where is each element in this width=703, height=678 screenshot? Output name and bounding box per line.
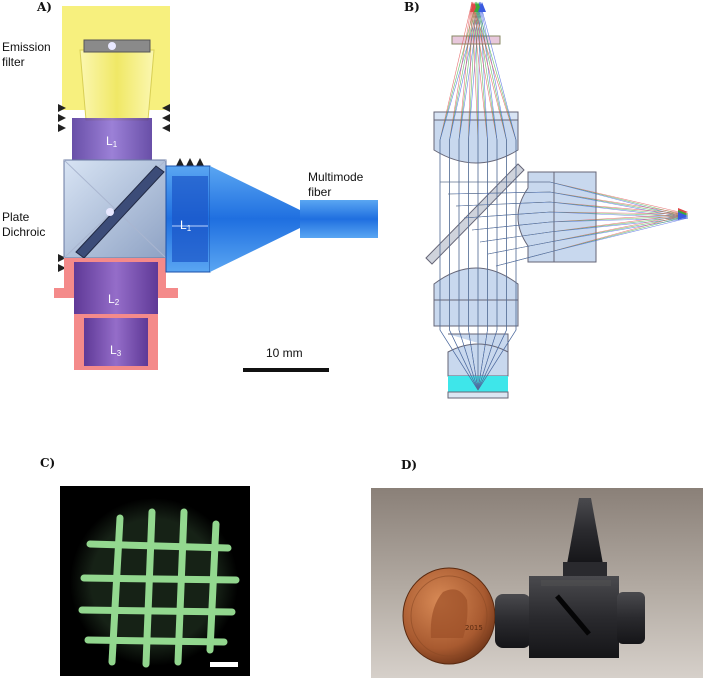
- ray: [449, 1, 479, 391]
- ray: [455, 201, 689, 219]
- ray: [487, 217, 689, 255]
- lens-label-l2: L2: [108, 292, 120, 307]
- focus-marker-right: [678, 212, 688, 220]
- ray: [463, 211, 689, 219]
- lens-l1-top: [72, 118, 152, 162]
- panel-d-label: D): [401, 458, 418, 472]
- panel-c-label: C): [40, 456, 56, 470]
- coin-year: 2015: [465, 624, 483, 632]
- focus-marker-top: [478, 2, 486, 12]
- panel-a-drawing: [54, 6, 378, 370]
- emission-filter-label: Emission filter: [2, 40, 51, 70]
- fiber-coupler: [165, 165, 378, 273]
- ray: [479, 217, 689, 243]
- fluorescence-image: [60, 486, 250, 676]
- emission-filter-line-2: filter: [2, 55, 25, 69]
- scale-bar-label: 10 mm: [266, 346, 303, 360]
- plate-dichroic-line-1: Plate: [2, 210, 30, 224]
- ray: [440, 181, 689, 219]
- lens-b-lower: [433, 267, 519, 301]
- ray: [477, 1, 498, 391]
- lens-b-side: [517, 171, 597, 263]
- ray: [495, 217, 689, 267]
- panel-b-label: B): [404, 0, 420, 14]
- plate-dichroic-label: Plate Dichroic: [2, 210, 45, 240]
- multimode-fiber-line-2: fiber: [308, 185, 332, 199]
- emission-filter-line-1: Emission: [2, 40, 51, 54]
- ray-trace-diagram: [425, 1, 689, 399]
- printed-device: [495, 498, 645, 658]
- device-photo: 2015: [371, 488, 703, 678]
- ray: [449, 1, 479, 391]
- emission-filter-housing: [62, 6, 170, 121]
- ray: [458, 1, 481, 391]
- ray: [477, 1, 507, 391]
- ray: [468, 1, 481, 391]
- dichroic-plate: [425, 163, 525, 265]
- scale-bar: [243, 368, 329, 372]
- ray: [477, 1, 481, 390]
- ray: [471, 217, 689, 231]
- objective-housing: [54, 258, 178, 370]
- lens-label-l1-top: L1: [106, 134, 118, 149]
- grid-pattern: [78, 508, 240, 668]
- ray: [447, 191, 689, 219]
- ray: [477, 1, 517, 391]
- ray-bundle: [439, 1, 689, 391]
- panel-a-label: A): [37, 0, 52, 14]
- ray: [449, 1, 481, 391]
- dichroic-cube: [63, 159, 167, 259]
- multimode-fiber-line-1: Multimode: [308, 170, 364, 184]
- multimode-fiber-label: Multimode fiber: [308, 170, 363, 200]
- ray: [477, 1, 488, 391]
- lens-label-l3: L3: [110, 343, 122, 358]
- plate-dichroic-line-2: Dichroic: [2, 225, 46, 239]
- scale-bar-c: [210, 662, 238, 667]
- ray: [439, 1, 481, 391]
- penny: 2015: [402, 567, 496, 665]
- lens-label-l1-side: L1: [180, 218, 192, 233]
